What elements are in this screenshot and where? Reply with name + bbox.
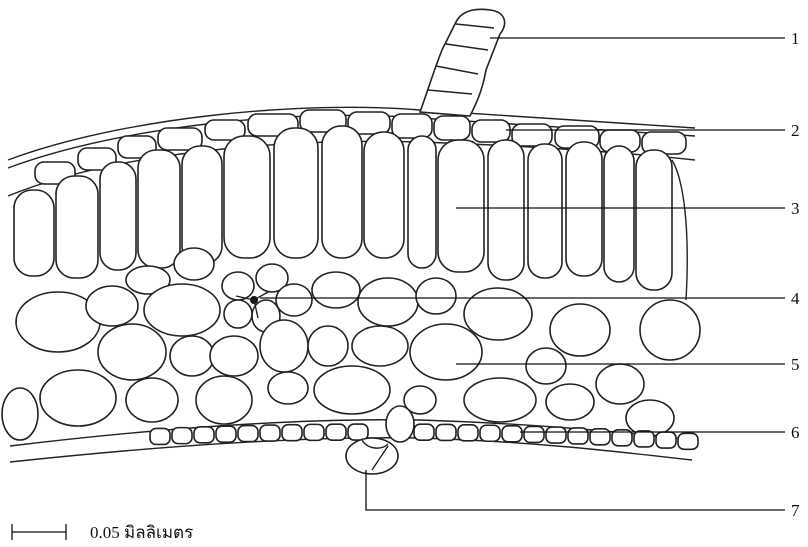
spongy-mesophyll [2, 248, 700, 440]
lower-epidermis-cell [304, 424, 324, 440]
lower-epidermis-cell [172, 428, 192, 444]
lower-epidermis-cell [458, 425, 478, 441]
lower-epidermis-cell [260, 425, 280, 441]
lower-epidermis-cell [150, 428, 170, 444]
lower-epidermis-cell [436, 424, 456, 440]
lower-epidermis-cell [480, 425, 500, 441]
scale-bar-label: 0.05 มิลลิเมตร [90, 523, 193, 542]
label-5: 5 [791, 355, 800, 374]
number-labels: 1 2 3 4 5 6 7 [791, 29, 800, 520]
lower-epidermis-cell [326, 424, 346, 440]
lower-epidermis-cell [238, 426, 258, 442]
label-2: 2 [791, 121, 800, 140]
lower-epidermis-cell [656, 432, 676, 448]
label-4: 4 [791, 289, 800, 308]
lower-epidermis-cell [216, 426, 236, 442]
label-6: 6 [791, 423, 800, 442]
lower-epidermis-cell [524, 426, 544, 442]
lower-epidermis-cell [546, 427, 566, 443]
lower-epidermis-cell [282, 425, 302, 441]
lower-epidermis-cell [568, 428, 588, 444]
label-7: 7 [791, 501, 800, 520]
label-3: 3 [791, 199, 800, 218]
trichome [420, 9, 505, 116]
lower-epidermis-cell [634, 431, 654, 447]
lower-epidermis-cell [414, 424, 434, 440]
label-1: 1 [791, 29, 800, 48]
lower-epidermis-cell [678, 433, 698, 449]
lower-epidermis-cell [194, 427, 214, 443]
lower-epidermis-cell [590, 429, 610, 445]
scale-bar: 0.05 มิลลิเมตร [12, 523, 193, 542]
lower-epidermis-cell [348, 424, 368, 440]
lower-epidermis-cell [502, 426, 522, 442]
